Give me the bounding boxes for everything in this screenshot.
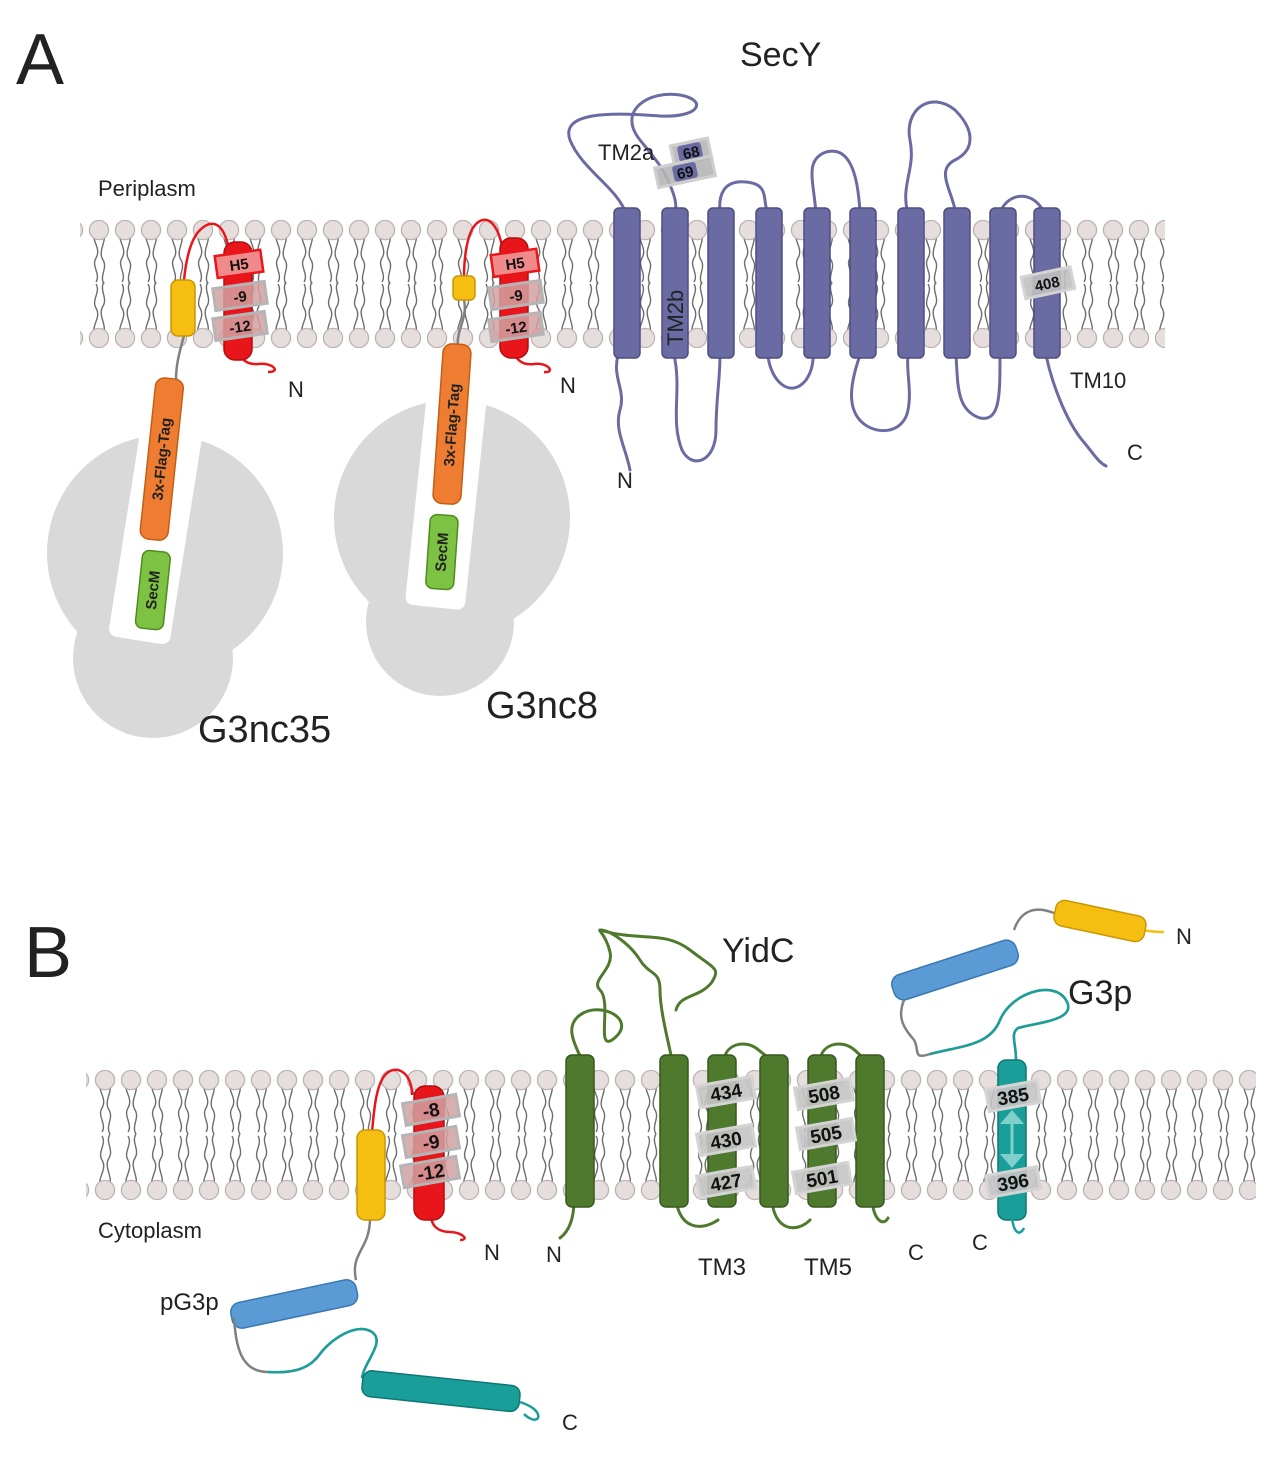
g3nc8-h5-box: H5 xyxy=(489,247,541,279)
panel-b: B Cytoplasm -8 -9 -12 xyxy=(24,899,1256,1435)
panel-b-letter: B xyxy=(24,913,72,993)
g3nc35-residue-m12: -12 xyxy=(211,309,269,343)
yidc-tm4 xyxy=(759,1054,789,1208)
secy-tm9 xyxy=(989,207,1017,359)
yidc-residue-427: 427 xyxy=(694,1164,758,1200)
yidc-n-terminus: N xyxy=(546,1242,562,1267)
g3nc8-residue-m9: -9 xyxy=(487,278,545,312)
yidc-tm3-label: TM3 xyxy=(698,1254,746,1281)
g3nc8-h5-label: H5 xyxy=(505,255,526,275)
secy-tm2b-label: TM2b xyxy=(663,290,688,346)
yidc-tm6 xyxy=(855,1054,885,1208)
cytoplasm-label: Cytoplasm xyxy=(98,1218,202,1243)
yidc-residue-501: 501 xyxy=(790,1160,854,1196)
pg3p-c-terminus: C xyxy=(562,1410,578,1435)
secy-tm7 xyxy=(897,207,925,359)
pg3p-residue-m12-label: -12 xyxy=(416,1161,447,1186)
secy-residue-408: 408 xyxy=(1019,265,1077,301)
panel-a-letter: A xyxy=(16,20,64,100)
yidc-tm1 xyxy=(565,1054,595,1208)
g3nc8-residue-m12: -12 xyxy=(487,310,545,344)
g3nc35-n-terminus: N xyxy=(288,377,304,402)
g3nc8-name: G3nc8 xyxy=(486,685,598,727)
g3p-residue-385: 385 xyxy=(983,1078,1043,1114)
g3nc8-flag-label: 3x-Flag-Tag xyxy=(441,383,464,467)
g3nc35-residue-m12-label: -12 xyxy=(228,318,252,338)
periplasm-label: Periplasm xyxy=(98,176,196,201)
g3nc8-secm: SecM xyxy=(425,513,459,591)
pg3p-n-terminus: N xyxy=(484,1240,500,1265)
secy-tm6 xyxy=(849,207,877,359)
g3p-n-terminus: N xyxy=(1176,924,1192,949)
g3nc35-secm: SecM xyxy=(134,549,171,631)
secy-tm1 xyxy=(613,207,641,359)
pg3p-residue-m9: -9 xyxy=(400,1124,462,1160)
secy-residue-69: 69 xyxy=(652,154,718,190)
g3nc35-residue-m9: -9 xyxy=(211,279,269,313)
yidc-residue-505: 505 xyxy=(794,1116,858,1152)
pg3p-blue-domain xyxy=(230,1279,359,1329)
g3nc35-residue-m9-label: -9 xyxy=(232,288,248,307)
g3p-yellow-domain xyxy=(1053,899,1147,943)
secy-tm8 xyxy=(943,207,971,359)
g3nc8-residue-m9-label: -9 xyxy=(508,287,524,306)
panel-a: A Periplasm H5 xyxy=(16,20,1165,751)
secy: SecY xyxy=(567,36,1143,493)
pg3p-hydrophobic-segment xyxy=(356,1129,386,1221)
secy-name: SecY xyxy=(740,36,821,74)
secy-residue-408-label: 408 xyxy=(1033,274,1061,296)
g3p-name: G3p xyxy=(1068,974,1132,1012)
secy-tm4 xyxy=(755,207,783,359)
g3nc35-hydrophobic-segment xyxy=(170,279,196,337)
yidc-residue-508: 508 xyxy=(792,1076,856,1112)
pg3p-residue-m9-label: -9 xyxy=(421,1131,441,1155)
g3nc8-construct: H5 -9 -12 3x-Flag-Tag SecM N G3nc8 xyxy=(425,218,598,727)
g3nc8-hydrophobic-segment xyxy=(452,275,476,301)
g3nc35-flag-tag: 3x-Flag-Tag xyxy=(139,377,185,541)
pg3p-residue-m12: -12 xyxy=(398,1154,462,1190)
yidc-c-terminus: C xyxy=(908,1240,924,1265)
pg3p-name: pG3p xyxy=(160,1289,219,1316)
g3nc35-h5-box: H5 xyxy=(213,248,265,280)
g3nc8-n-terminus: N xyxy=(560,373,576,398)
secy-tm5 xyxy=(803,207,831,359)
g3nc35-h5-label: H5 xyxy=(229,256,250,276)
pg3p: -8 -9 -12 pG3p N C xyxy=(160,1068,578,1435)
secy-tm3 xyxy=(707,207,735,359)
yidc-residue-430: 430 xyxy=(694,1122,758,1158)
yidc-name: YidC xyxy=(722,932,794,970)
g3nc8-residue-m12-label: -12 xyxy=(504,319,528,339)
yidc-tm2 xyxy=(659,1054,689,1208)
secy-tm2 xyxy=(661,207,689,359)
g3p: 385 396 G3p N C xyxy=(891,899,1192,1255)
secy-tm10-label: TM10 xyxy=(1070,368,1126,393)
secy-residue-69-label: 69 xyxy=(675,163,695,183)
g3nc35-construct: H5 -9 -12 3x-Flag-Tag SecM N G3nc35 xyxy=(134,222,331,751)
g3p-c-terminus: C xyxy=(972,1230,988,1255)
secy-tm2a-label: TM2a xyxy=(598,140,655,165)
pg3p-residue-m8-label: -8 xyxy=(421,1099,441,1123)
g3p-crosslink-arrow xyxy=(1000,1110,1024,1168)
g3nc35-name: G3nc35 xyxy=(198,709,331,751)
g3p-blue-domain xyxy=(891,939,1019,1001)
yidc: YidC 434 xyxy=(546,928,924,1281)
pg3p-residue-m8: -8 xyxy=(400,1092,462,1128)
secy-n-terminus: N xyxy=(617,468,633,493)
g3nc8-flag-tag: 3x-Flag-Tag xyxy=(432,343,472,505)
secy-c-terminus: C xyxy=(1127,440,1143,465)
g3nc8-secm-label: SecM xyxy=(433,532,453,572)
yidc-residue-434: 434 xyxy=(694,1074,758,1110)
g3nc35-secm-label: SecM xyxy=(143,570,164,611)
yidc-tm5-label: TM5 xyxy=(804,1254,852,1281)
g3p-residue-396: 396 xyxy=(983,1164,1043,1200)
pg3p-teal-domain xyxy=(361,1370,521,1413)
